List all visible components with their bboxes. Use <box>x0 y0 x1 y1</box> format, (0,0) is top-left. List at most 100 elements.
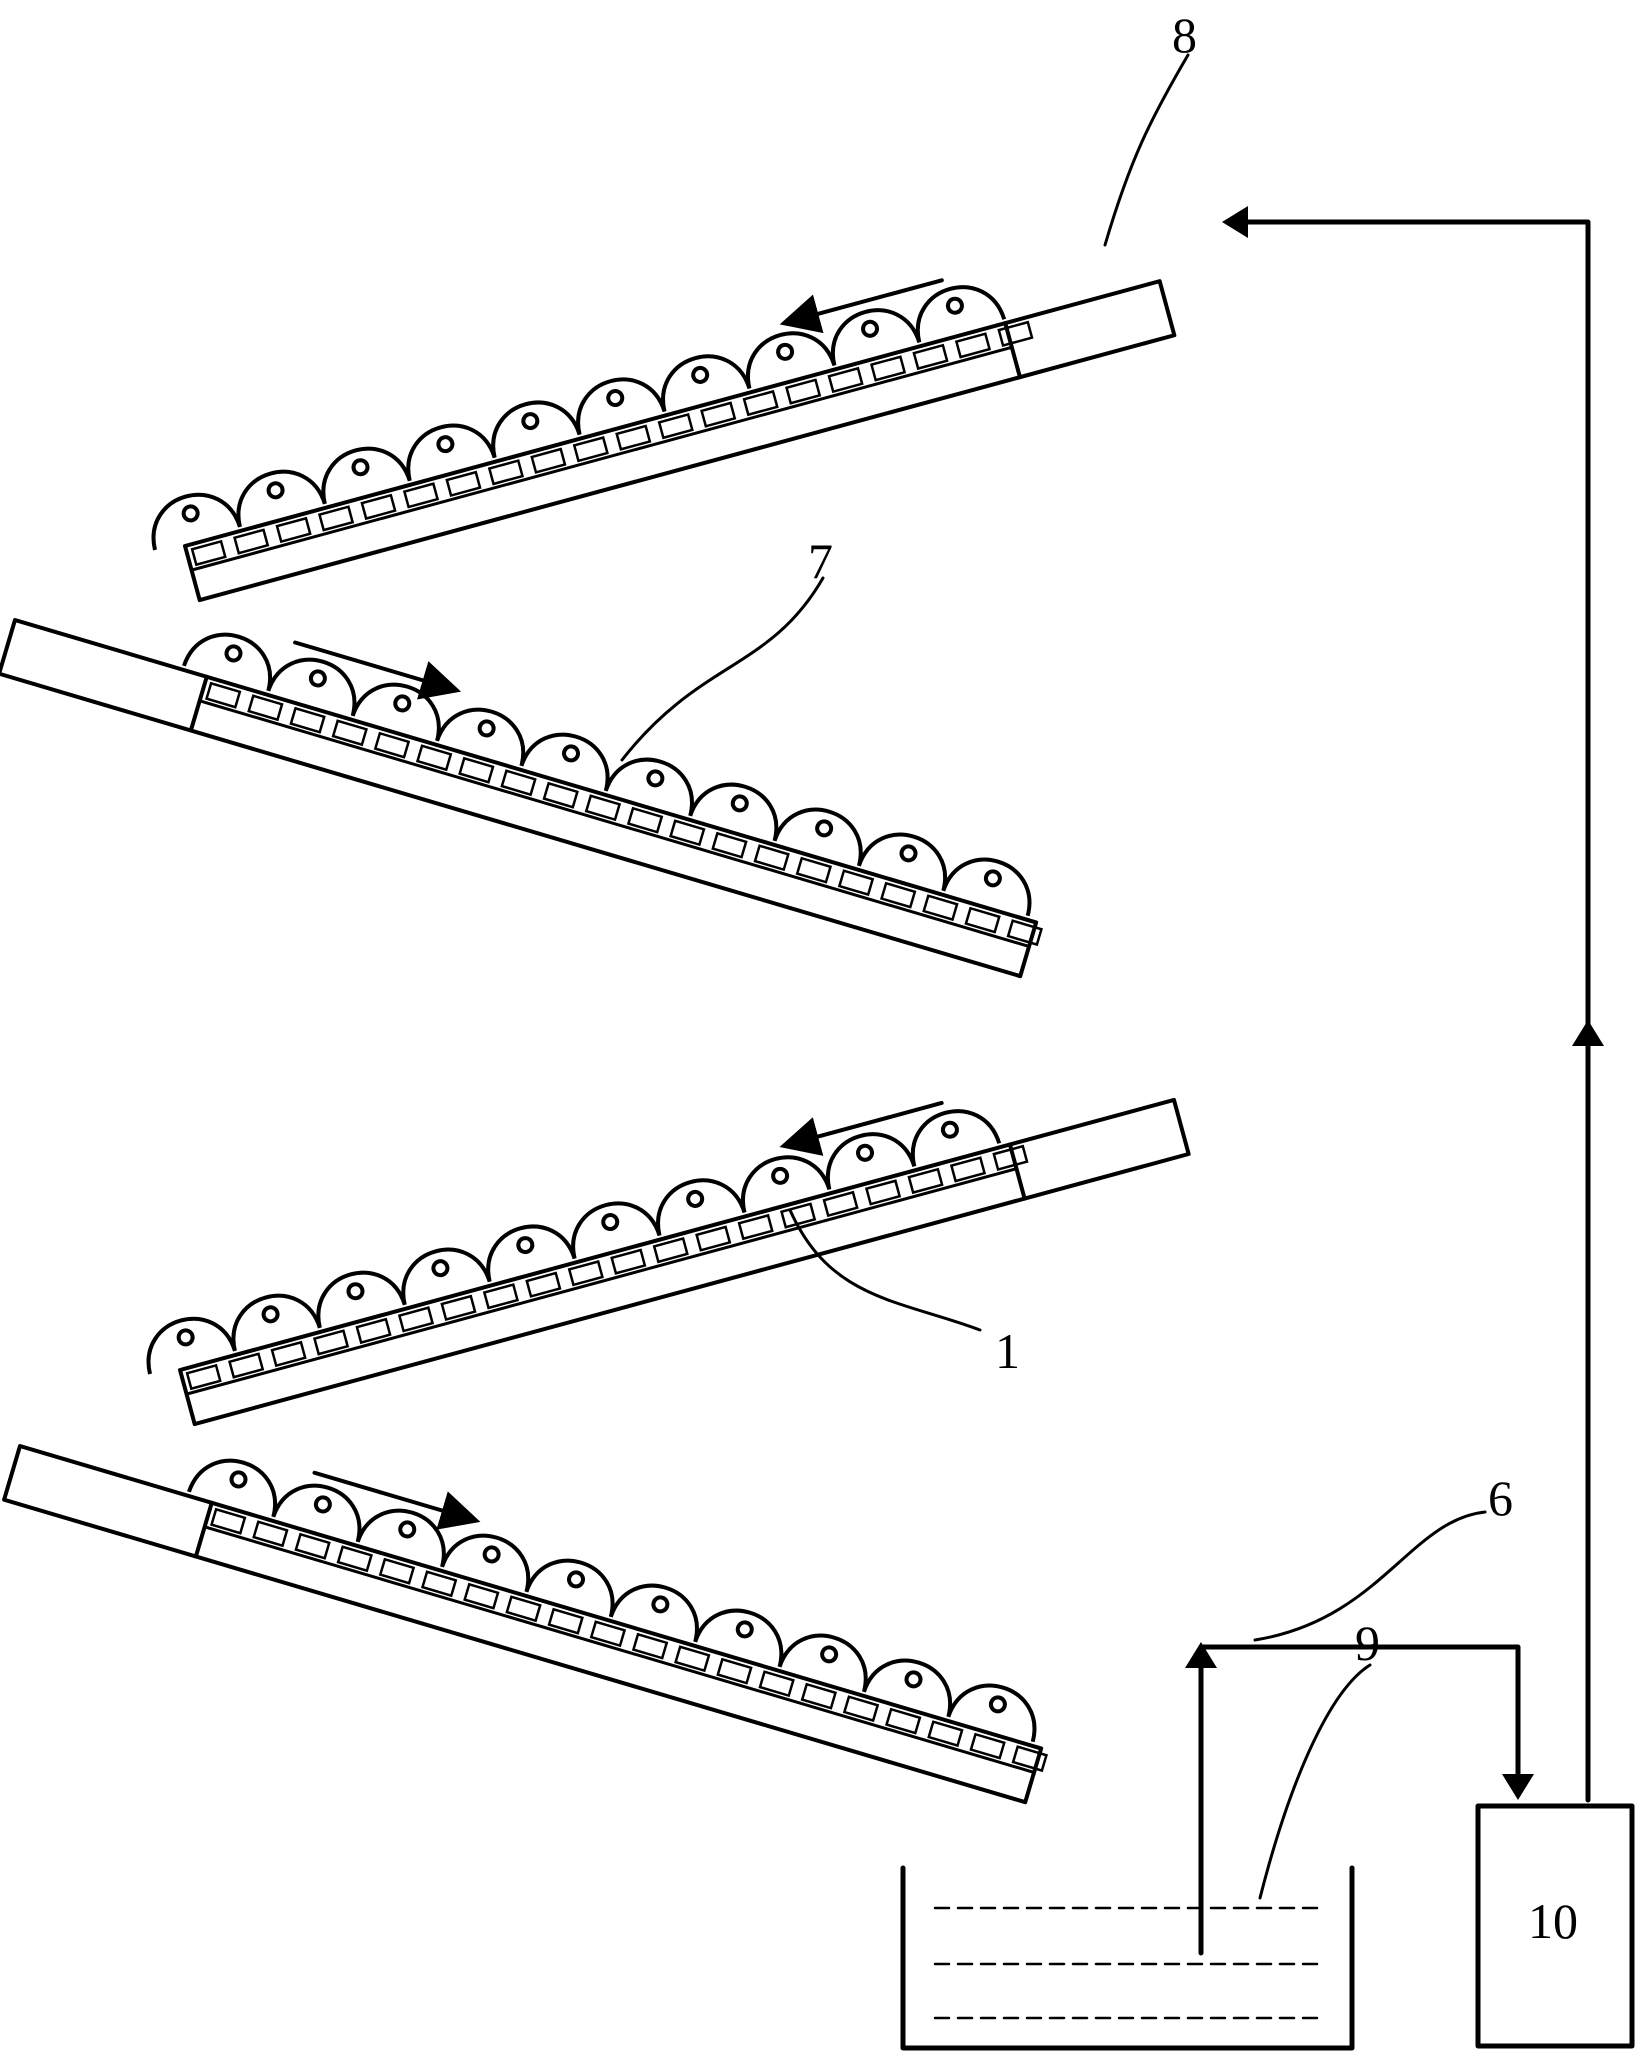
scalloped-membrane <box>187 1458 1037 1743</box>
left-arrow-icon <box>1222 206 1248 238</box>
up-arrow-icon <box>1572 1020 1604 1046</box>
tray-cells <box>185 1144 1029 1391</box>
tray-cell <box>317 505 355 532</box>
roller-dot <box>861 319 880 338</box>
up-arrow-icon <box>1185 1642 1217 1668</box>
tray-cell <box>780 1202 817 1229</box>
scalloped-membrane <box>151 285 1007 551</box>
roller-dot <box>516 1236 535 1255</box>
tray-cell <box>869 355 907 382</box>
roller-dot <box>308 669 327 688</box>
tray-cell <box>252 1520 289 1548</box>
roller-dot <box>988 1695 1007 1714</box>
label-6: 6 <box>1488 1470 1513 1526</box>
roller-dot <box>477 719 496 738</box>
roller-dot <box>266 481 285 500</box>
tray-cell <box>355 1317 392 1345</box>
tray-cell <box>880 881 917 909</box>
leader-line-8 <box>1103 53 1190 247</box>
return-pipe <box>1222 206 1604 1803</box>
roller-dot <box>940 1120 959 1139</box>
tray-body <box>178 1097 1191 1427</box>
roller-dot <box>904 1670 923 1689</box>
label-8: 8 <box>1172 7 1197 63</box>
flow-arrow-icon <box>779 1100 944 1156</box>
tray-cell <box>233 528 270 555</box>
tray-cell <box>360 493 397 521</box>
roller-dot <box>261 1305 280 1324</box>
tray-4 <box>2 1444 1048 1805</box>
roller-dot <box>856 1143 875 1162</box>
tray-cell <box>440 1294 477 1322</box>
roller-dot <box>351 458 370 477</box>
roller-dot <box>482 1545 501 1564</box>
tray-cell <box>584 794 622 822</box>
pump-inlet-pipe <box>1185 1642 1534 1956</box>
roller-dot <box>606 389 625 408</box>
tray-cell <box>270 1340 307 1368</box>
tray-cell <box>378 1557 416 1585</box>
roller-dot <box>730 794 749 813</box>
tray-cell <box>822 1190 859 1218</box>
tray-cell <box>795 856 833 884</box>
scallop-line <box>151 285 1007 551</box>
tray-cell <box>185 1363 222 1391</box>
tray-cell <box>758 1670 795 1698</box>
scalloped-membrane <box>146 1109 1002 1375</box>
roller-dot <box>899 844 918 863</box>
tray-cell <box>912 343 949 371</box>
reservoir-tank <box>900 1865 1355 2051</box>
tray-cell <box>949 1156 987 1183</box>
tray-cell <box>992 1144 1029 1172</box>
tray-cell <box>445 470 482 498</box>
scalloped-membrane <box>182 632 1032 917</box>
tray-cell <box>397 1306 435 1333</box>
tray-cell <box>228 1352 265 1379</box>
tray-cell <box>420 1570 458 1598</box>
tray-cell <box>275 516 312 544</box>
tray-cell <box>652 1236 689 1264</box>
tray-cell <box>190 539 227 567</box>
flow-arrow-icon <box>293 640 462 700</box>
tray-cell <box>615 424 652 451</box>
tray-cell <box>700 401 737 428</box>
tray-cell <box>567 1260 604 1287</box>
tray-body <box>182 279 1177 603</box>
tray-cell <box>716 1657 753 1685</box>
roller-dot <box>945 296 964 315</box>
tray-3 <box>146 1097 1191 1427</box>
tray-body <box>2 1444 1044 1805</box>
flow-arrow-icon <box>779 278 944 334</box>
tray-cell <box>500 769 537 797</box>
tray-cell <box>572 436 609 463</box>
tray-cell <box>864 1179 902 1206</box>
roller-dot <box>983 869 1002 888</box>
tray-cell <box>626 806 664 834</box>
roller-dot <box>815 819 834 838</box>
tray-cell <box>657 412 694 440</box>
tray-cells <box>209 1507 1048 1773</box>
tray-cell <box>542 781 579 809</box>
roller-dot <box>229 1470 248 1489</box>
tray-cell <box>742 389 779 417</box>
tray-cell <box>1006 919 1043 947</box>
leader-line-7 <box>620 576 825 762</box>
tray-cell <box>954 332 992 359</box>
leader-line-9 <box>1258 1663 1372 1900</box>
tray-cell <box>907 1167 944 1195</box>
tray-cell <box>1011 1745 1048 1773</box>
tray-cell <box>837 869 875 897</box>
tray-cell <box>530 447 567 474</box>
roller-dot <box>431 1259 450 1278</box>
label-9: 9 <box>1355 1615 1380 1671</box>
scallop-line <box>146 1109 1002 1375</box>
scallop-line <box>187 1458 1037 1743</box>
tray-cell <box>695 1225 732 1252</box>
roller-dot <box>686 1189 705 1208</box>
tray-cell <box>927 1720 964 1748</box>
label-1: 1 <box>995 1323 1020 1379</box>
tray-cell <box>842 1695 880 1723</box>
roller-dot <box>313 1495 332 1514</box>
tray-cell <box>785 378 822 405</box>
